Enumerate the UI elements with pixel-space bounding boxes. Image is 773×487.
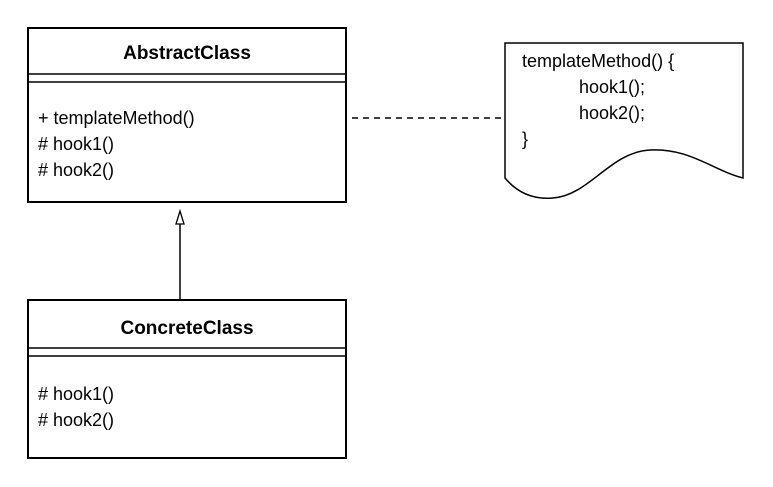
abstract-class-name: AbstractClass — [123, 43, 251, 64]
note-line: templateMethod() { — [522, 51, 674, 71]
concrete-class-name: ConcreteClass — [120, 318, 253, 339]
concrete-class-member: # hook1() — [38, 384, 114, 404]
abstract-class-member: # hook1() — [38, 134, 114, 154]
concrete-class-member: # hook2() — [38, 410, 114, 430]
abstract-class-member: + templateMethod() — [38, 108, 195, 128]
note-line: hook1(); — [579, 77, 645, 97]
note-line: hook2(); — [579, 103, 645, 123]
concrete-class-box: ConcreteClass # hook1() # hook2() — [27, 299, 347, 459]
inheritance-arrow — [175, 208, 185, 300]
abstract-class-frame — [27, 27, 347, 203]
note-line: } — [522, 129, 528, 149]
note-shape — [504, 42, 744, 199]
abstract-class-box: AbstractClass + templateMethod() # hook1… — [27, 27, 347, 203]
abstract-class-member: # hook2() — [38, 160, 114, 180]
code-note: templateMethod() { hook1(); hook2(); } — [504, 42, 744, 199]
concrete-class-frame — [27, 299, 347, 459]
inheritance-arrowhead-icon — [175, 208, 185, 225]
